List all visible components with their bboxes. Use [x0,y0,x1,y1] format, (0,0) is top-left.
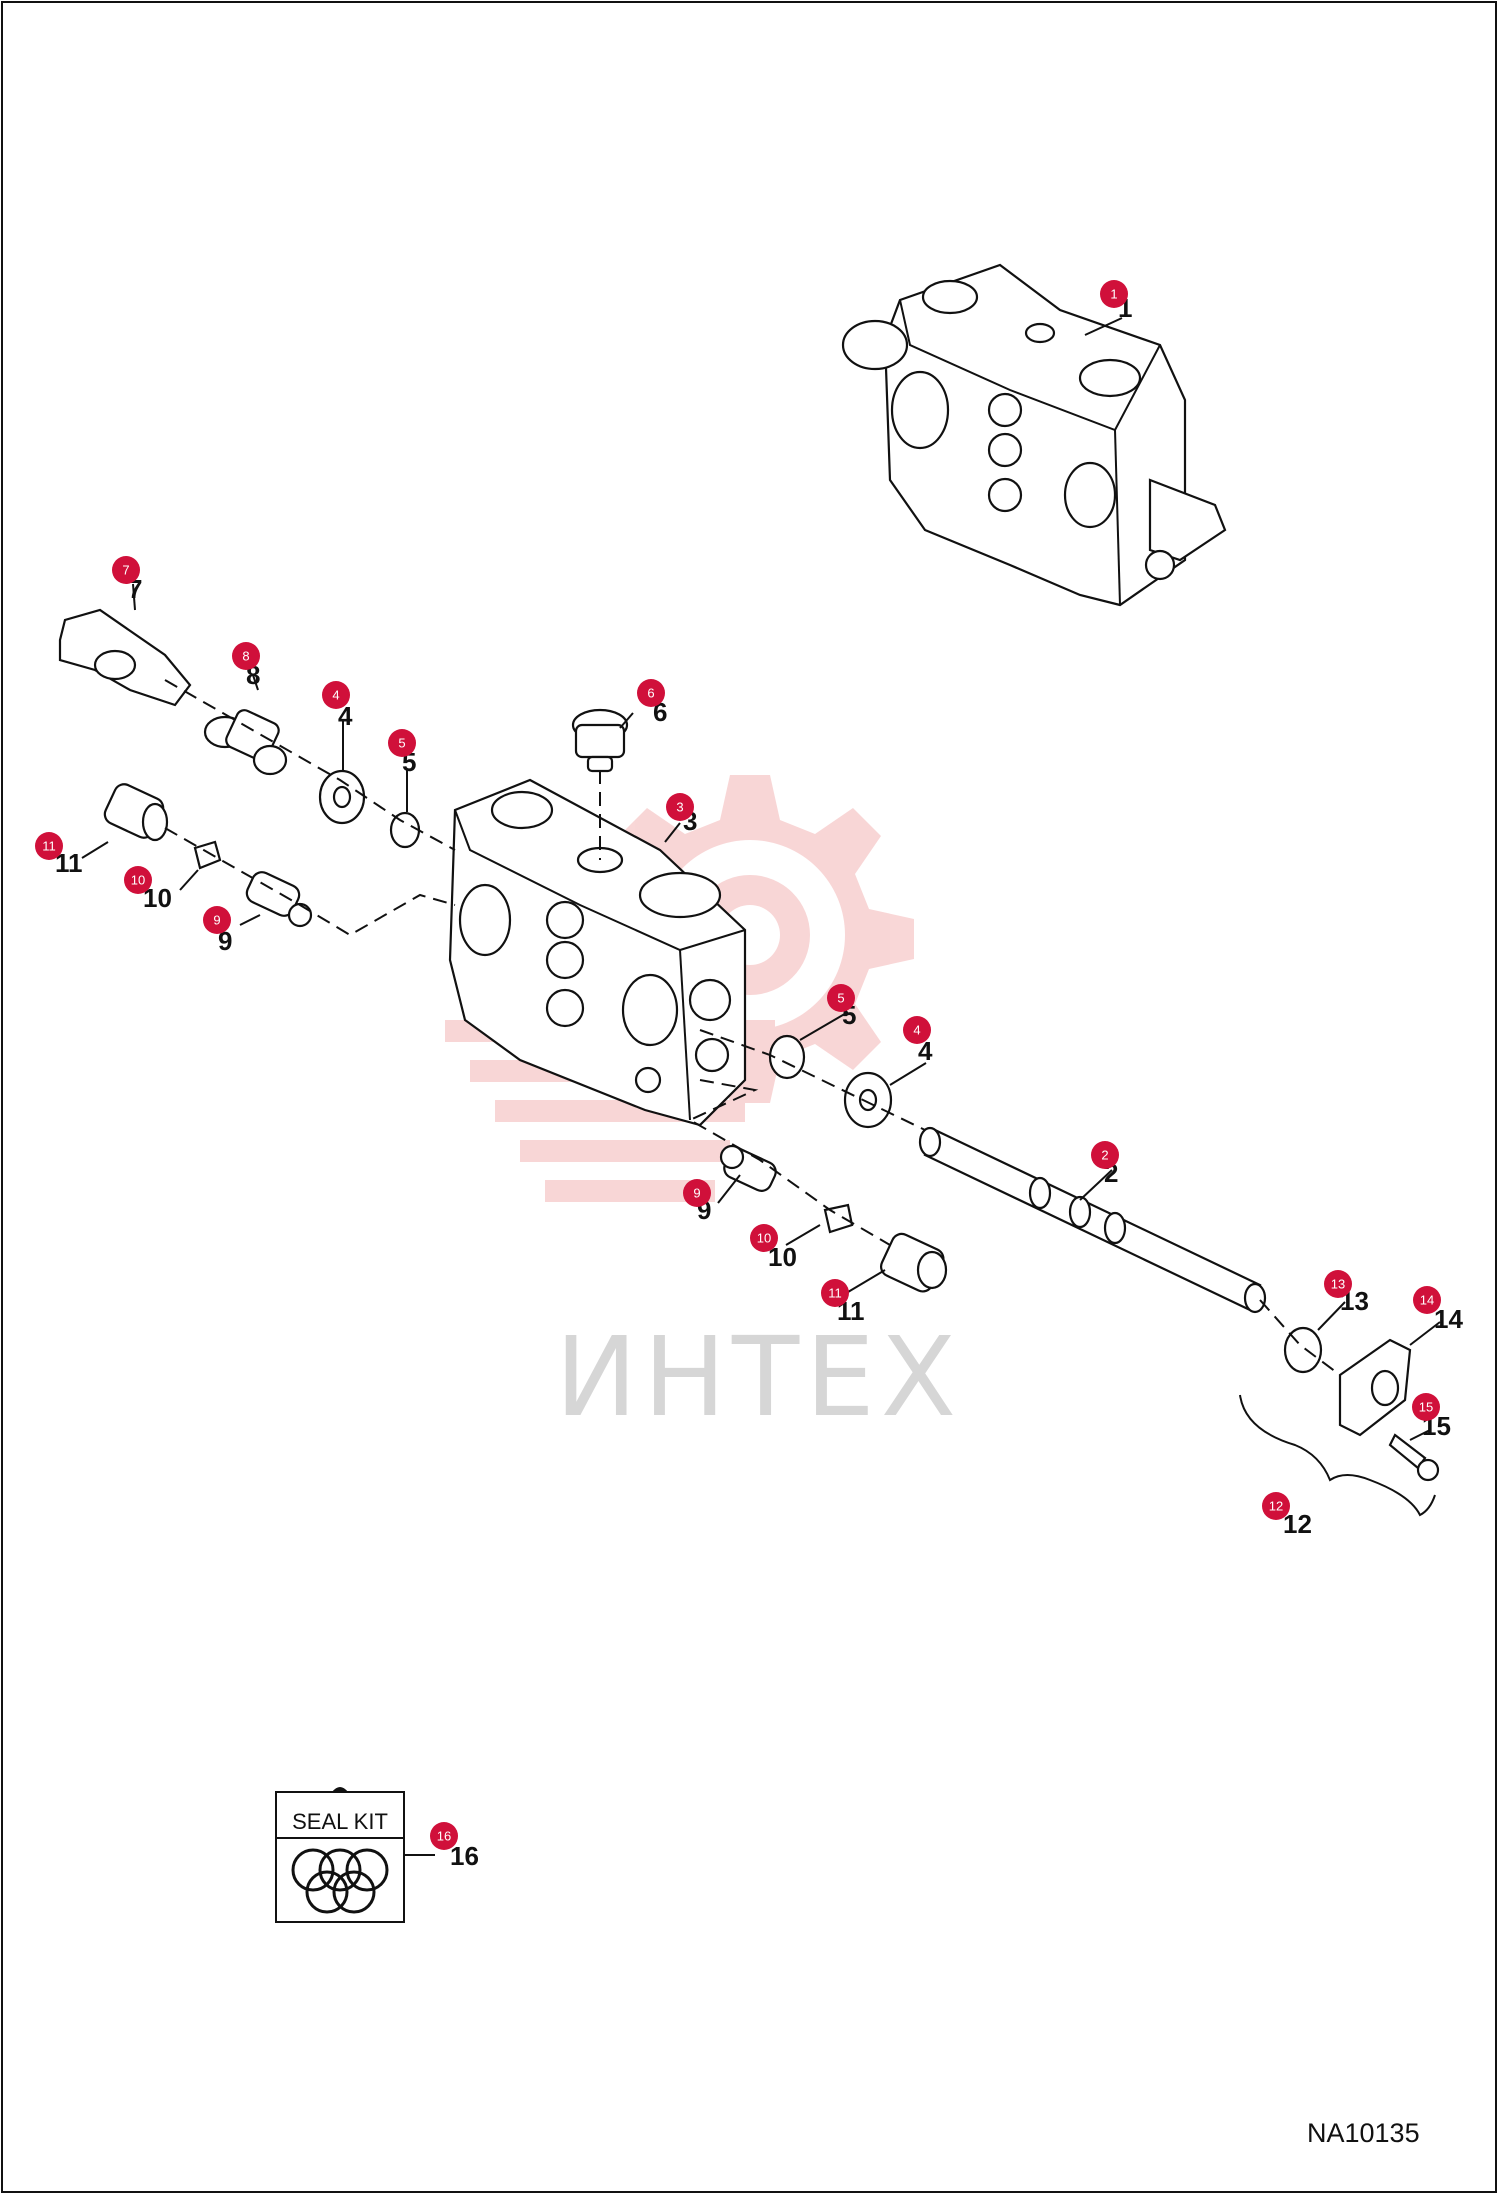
valve-section-assembly [841,263,1227,607]
badge-label: 3 [676,800,683,815]
cap-screw [1388,1433,1440,1482]
callout-number: 12 [1283,1509,1312,1539]
badge-label: 9 [213,913,220,928]
badge-label: 4 [913,1023,920,1038]
kit-bracket [1239,1394,1436,1517]
badge-label: 15 [1419,1400,1433,1415]
badge-label: 9 [693,1186,700,1201]
badge-label: 13 [1331,1277,1345,1292]
check-plug [103,783,169,842]
badge-label: 5 [398,736,405,751]
check-spring [193,840,222,870]
badge-label: 16 [437,1829,451,1844]
leader-lines [81,317,1441,1856]
badge-label: 10 [757,1231,771,1246]
relief-plug [571,708,629,773]
seal-plate [1338,1338,1412,1437]
badge-label: 8 [242,649,249,664]
check-poppet [719,1144,777,1192]
badge-label: 12 [1269,1499,1283,1514]
badge-label: 7 [122,563,129,578]
seal-kit-box: SEAL KIT [275,1787,405,1923]
callout-number: 9 [218,926,232,956]
callout-number: 16 [450,1841,479,1871]
callout-number: 14 [1434,1304,1463,1334]
seal-kit-title: SEAL KIT [292,1809,388,1834]
spool-detent [203,709,288,776]
badge-label: 5 [837,991,844,1006]
badge-label: 14 [1420,1293,1434,1308]
callout-number: 4 [338,701,353,731]
washer-hole [332,785,352,809]
assembly-line [699,1029,926,1131]
o-ring [768,1034,806,1080]
badge-label: 6 [647,686,654,701]
badge-label: 1 [1110,287,1117,302]
badge-label: 2 [1101,1148,1108,1163]
assembly-line [1259,1299,1341,1376]
spool-cap [58,608,192,707]
spool [918,1126,1267,1314]
callout-number: 4 [918,1036,933,1066]
assembly-line [164,679,456,851]
callout-badges: 1 2 3 4 4 5 5 6 7 8 9 9 10 10 11 11 12 1… [35,280,1441,1850]
drawing-number: NA10135 [1307,2118,1420,2148]
o-ring [389,811,421,849]
valve-body [448,778,747,1127]
check-plug [879,1232,948,1293]
badge-label: 11 [42,839,56,854]
badge-label: 11 [828,1286,842,1301]
badge-label: 4 [332,688,339,703]
assembly-line [687,1079,891,1246]
watermark-text: ИНТЕХ [555,1313,962,1441]
badge-label: 10 [131,873,145,888]
